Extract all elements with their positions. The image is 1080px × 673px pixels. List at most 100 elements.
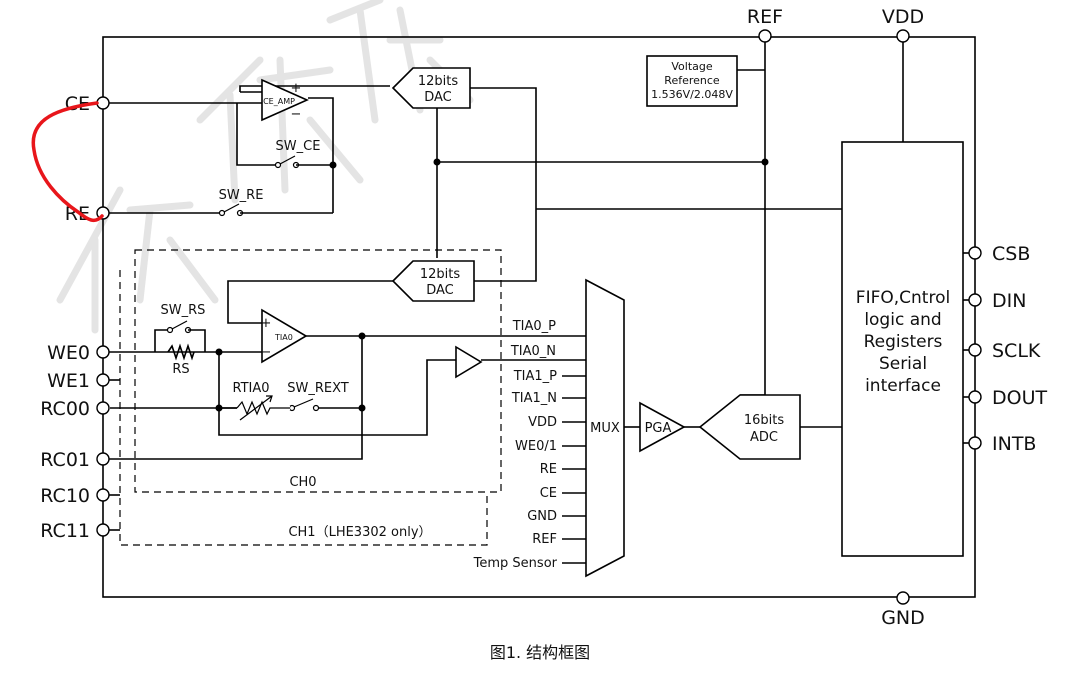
- pin-vdd-label: VDD: [882, 6, 924, 28]
- chip-outline: [102, 36, 976, 598]
- junctions: [215, 158, 769, 412]
- pin-label: RC00: [40, 398, 90, 420]
- buffer-amp: [455, 345, 483, 379]
- dac-ch0-line1: 12bits: [420, 267, 461, 282]
- pin-gnd-label: GND: [881, 607, 925, 629]
- pin-label: INTB: [992, 433, 1036, 455]
- pin-label: SCLK: [992, 340, 1041, 362]
- mux: MUX: [585, 278, 625, 578]
- pin-label: RC01: [40, 449, 90, 471]
- vref-line2: Reference: [664, 74, 720, 87]
- tia-plus: +: [261, 316, 272, 331]
- adc-line2: ADC: [750, 430, 778, 445]
- tia-label: TIA0: [274, 333, 293, 342]
- pin-we0: WE0: [47, 342, 110, 364]
- mux-input-label: Temp Sensor: [473, 556, 558, 571]
- pin-label: RC10: [40, 485, 90, 507]
- pin-dout: DOUT: [968, 387, 1047, 409]
- switch-sw-re: SW_RE: [219, 188, 264, 217]
- fifo-line1: FIFO,Cntrol: [856, 288, 950, 308]
- dac-top-line1: 12bits: [418, 74, 459, 89]
- mux-input-label: TIA0_P: [512, 319, 556, 334]
- mux-input-label: WE0/1: [515, 439, 557, 454]
- pga-label: PGA: [645, 421, 672, 436]
- mux-input: REF: [532, 532, 586, 547]
- pga: PGA: [639, 401, 686, 453]
- mux-input: TIA1_N: [511, 391, 586, 406]
- resistor-rs: RS: [167, 343, 195, 377]
- pin-label: RC11: [40, 520, 90, 542]
- sw-rext-label: SW_REXT: [287, 381, 349, 396]
- dac-top: 12bits DAC: [391, 67, 471, 109]
- rs-label: RS: [172, 362, 189, 377]
- pin-din: DIN: [968, 290, 1026, 312]
- mux-input: TIA0_P: [512, 319, 556, 334]
- figure-caption: 图1. 结构框图: [490, 643, 590, 662]
- fifo-line4: Serial: [879, 354, 927, 374]
- pin-intb: INTB: [968, 433, 1036, 455]
- ce-amp-minus: −: [291, 107, 302, 122]
- dac-top-line2: DAC: [424, 90, 452, 105]
- sw-ce-label: SW_CE: [276, 139, 321, 154]
- pin-rc01: RC01: [40, 449, 110, 471]
- ce-amp: CE_AMP + −: [261, 78, 309, 122]
- pin-label: DIN: [992, 290, 1026, 312]
- pin-label: WE1: [47, 370, 90, 392]
- tia-amp: TIA0 + −: [261, 308, 308, 364]
- adc-line1: 16bits: [744, 413, 785, 428]
- mux-input: VDD: [528, 415, 586, 430]
- voltage-reference: Voltage Reference 1.536V/2.048V: [646, 55, 738, 107]
- mux-input-label: GND: [527, 509, 557, 524]
- pin-rc10: RC10: [40, 485, 110, 507]
- mux-input-label: CE: [540, 486, 557, 501]
- switch-sw-rs: SW_RS: [161, 303, 206, 334]
- fifo-line2: logic and: [864, 310, 941, 330]
- adc: 16bits ADC: [698, 394, 801, 460]
- mux-input: RE: [540, 462, 586, 477]
- mux-input-label: TIA1_N: [511, 391, 557, 406]
- red-annotation-loop: [31, 101, 104, 223]
- rtia0-label: RTIA0: [232, 381, 269, 396]
- mux-input: TIA0_N: [510, 344, 556, 359]
- ch1-label: CH1（LHE3302 only）: [288, 525, 431, 540]
- ch0-region: [134, 249, 502, 493]
- mux-input: TIA1_P: [513, 369, 586, 384]
- mux-input: CE: [540, 486, 586, 501]
- dac-ch0: 12bits DAC: [391, 260, 475, 302]
- mux-label: MUX: [590, 421, 620, 436]
- mux-input-label: VDD: [528, 415, 557, 430]
- mux-input-label: RE: [540, 462, 557, 477]
- pin-rc11: RC11: [40, 520, 110, 542]
- pin-sclk: SCLK: [968, 340, 1041, 362]
- watermark: [56, 0, 474, 334]
- pin-we1: WE1: [47, 370, 110, 392]
- resistor-rtia0: RTIA0: [232, 381, 290, 421]
- switch-sw-ce: SW_CE: [274, 139, 321, 169]
- mux-input-label: TIA1_P: [513, 369, 557, 384]
- ce-amp-plus: +: [291, 81, 302, 96]
- mux-input: WE0/1: [515, 439, 586, 454]
- pin-label: DOUT: [992, 387, 1047, 409]
- fifo-line3: Registers: [864, 332, 943, 352]
- wiring: [109, 42, 975, 597]
- pin-label: WE0: [47, 342, 90, 364]
- sw-re-label: SW_RE: [219, 188, 264, 203]
- ch0-label: CH0: [289, 475, 316, 490]
- mux-input: GND: [527, 509, 586, 524]
- pin-vdd: VDD: [882, 6, 924, 43]
- mux-inputs: TIA0_P TIA0_N TIA1_P TIA1_N VDD WE0/1RE CE GND R…: [473, 319, 586, 571]
- ce-amp-label: CE_AMP: [263, 97, 295, 106]
- mux-input: Temp Sensor: [473, 556, 586, 571]
- sw-rs-label: SW_RS: [161, 303, 206, 318]
- fifo-control-block: FIFO,Cntrol logic and Registers Serial i…: [841, 141, 964, 557]
- dac-ch0-line2: DAC: [426, 283, 454, 298]
- fifo-line5: interface: [865, 376, 941, 396]
- pin-gnd: GND: [881, 591, 925, 629]
- pin-rc00: RC00: [40, 398, 110, 420]
- mux-input-label: REF: [532, 532, 557, 547]
- vref-line1: Voltage: [671, 60, 712, 73]
